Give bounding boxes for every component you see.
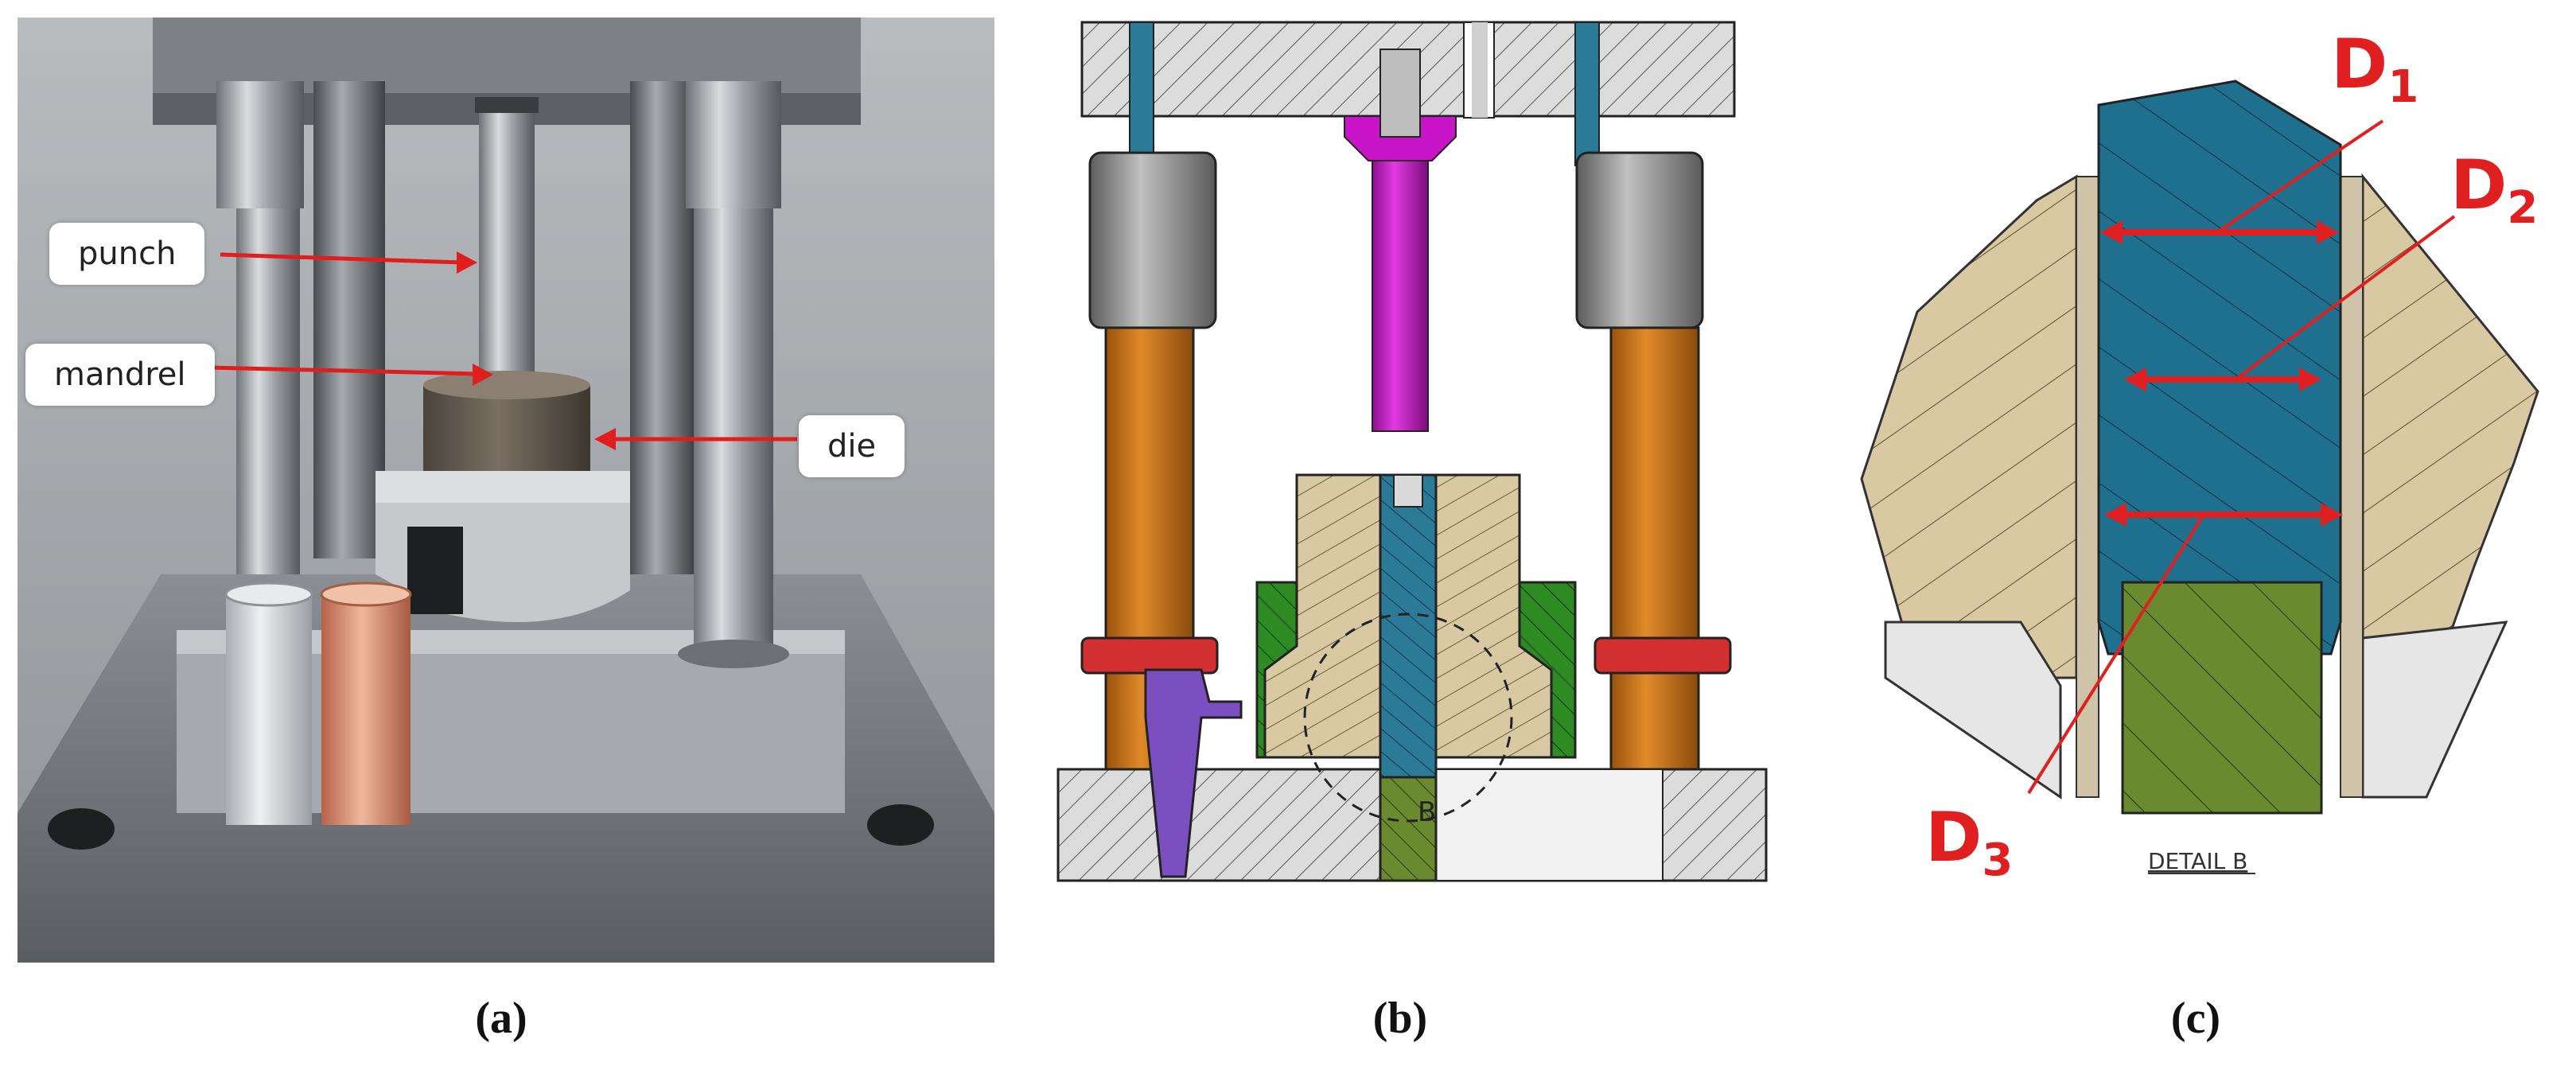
panel-b-section-drawing: B [1050, 18, 1774, 893]
punch-label: punch [49, 223, 205, 285]
mandrel-label: mandrel [25, 344, 215, 406]
tooling-cross-section: B [1056, 21, 1768, 882]
svg-text:D2: D2 [2450, 146, 2538, 234]
panel-a-photo: punch mandrel die [18, 18, 994, 963]
label-d2: D [2450, 146, 2507, 225]
label-d3: D [1925, 798, 1982, 877]
svg-text:D1: D1 [2331, 25, 2418, 113]
svg-text:D3: D3 [1925, 798, 2013, 886]
label-d2-subscript: 2 [2507, 182, 2538, 234]
label-d1: D [2331, 25, 2387, 104]
label-d1-subscript: 1 [2387, 61, 2418, 113]
die-label: die [799, 415, 905, 477]
press-tooling-photo [18, 18, 994, 963]
panel-c-detail-b: D1 D2 D3 DETAIL B [1822, 18, 2576, 893]
section-mark-b: B [1418, 796, 1436, 828]
caption-a: (a) [475, 994, 527, 1043]
label-d3-subscript: 3 [1982, 835, 2013, 886]
detail-b-label: DETAIL B [2148, 848, 2247, 874]
detail-b-drawing: D1 D2 D3 DETAIL B [1860, 25, 2539, 886]
caption-c: (c) [2170, 994, 2221, 1043]
caption-b: (b) [1372, 994, 1428, 1043]
